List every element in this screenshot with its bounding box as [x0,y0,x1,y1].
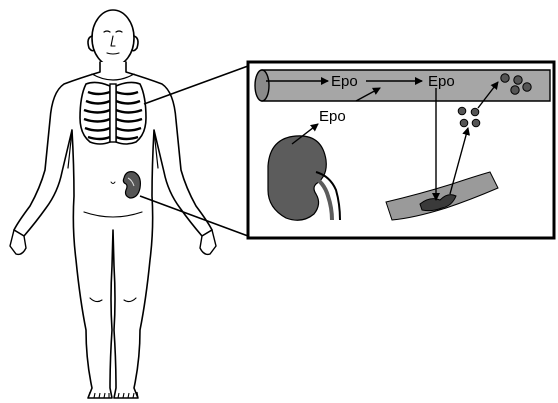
epo-label-vessel-2: Epo [428,73,455,90]
ribcage-icon [80,82,146,144]
epo-label-kidney: Epo [319,108,346,125]
epo-label-vessel-1: Epo [331,73,358,90]
kidney-small-icon [123,172,140,198]
human-body-icon [14,10,212,398]
